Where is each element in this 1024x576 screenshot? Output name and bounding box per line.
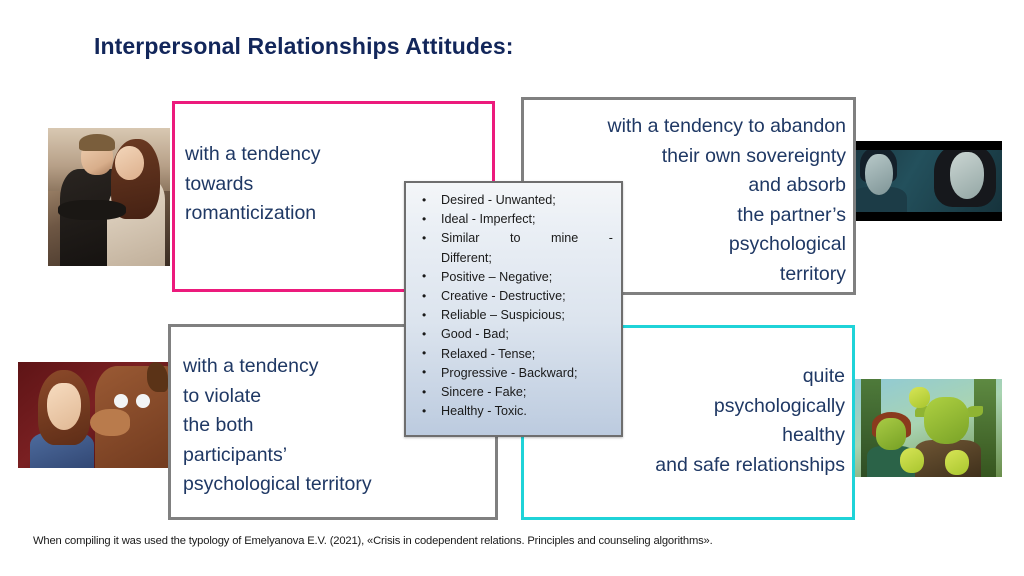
- photo-figure-baby-right: [945, 449, 969, 476]
- photo-figure-shrek-ear-left: [915, 406, 932, 418]
- list-item: Progressive - Backward;: [416, 363, 613, 383]
- list-item-label: Good - Bad;: [441, 327, 509, 342]
- list-item-label: Desired - Unwanted;: [441, 193, 556, 207]
- source-citation: When compiling it was used the typology …: [33, 535, 713, 547]
- list-item-label-line1: Similar to mine -: [441, 231, 613, 246]
- photo-figure-beast-eye-left: [114, 393, 129, 408]
- letterbox-bar-bottom: [848, 212, 1002, 221]
- shrek-family-film-still-image: [852, 379, 1002, 477]
- attribute-list-panel: Desired - Unwanted; Ideal - Imperfect; S…: [404, 181, 623, 437]
- list-item: Relaxed - Tense;: [416, 344, 613, 364]
- list-item-label: Progressive - Backward;: [441, 365, 578, 380]
- list-item-label: Positive – Negative;: [441, 269, 553, 284]
- photo-figure-baby-left: [900, 447, 924, 474]
- attribute-list: Desired - Unwanted; Ideal - Imperfect; S…: [416, 190, 613, 421]
- photo-figure-shrek-head: [924, 396, 969, 444]
- twilight-film-still-image: [848, 141, 1002, 221]
- list-item-label: Sincere - Fake;: [441, 385, 527, 400]
- quadrant-label-abandon-sovereignty: with a tendency to abandon their own sov…: [607, 115, 846, 285]
- photo-figure-baby-top: [909, 386, 930, 409]
- photo-figure-beast-horn: [146, 362, 168, 392]
- list-item: Ideal - Imperfect;: [416, 210, 613, 229]
- list-item: Similar to mine - Different;: [416, 229, 613, 267]
- list-item: Reliable – Suspicious;: [416, 306, 613, 325]
- list-item: Good - Bad;: [416, 325, 613, 344]
- titanic-film-still-image: [48, 128, 170, 266]
- list-item-label: Reliable – Suspicious;: [441, 308, 565, 323]
- quadrant-label-healthy-relationships: quite psychologically healthy and safe r…: [655, 365, 845, 476]
- photo-figure-belle-face: [47, 383, 81, 430]
- photo-figure-shrek-ear-right: [966, 406, 983, 418]
- list-item: Desired - Unwanted;: [416, 190, 613, 210]
- photo-figure-male-hair: [78, 133, 116, 152]
- photo-figure-beast-eye-right: [135, 393, 150, 408]
- list-item: Sincere - Fake;: [416, 383, 613, 402]
- photo-figure-female-face: [949, 152, 984, 199]
- beauty-and-the-beast-film-still-image: [18, 362, 171, 468]
- list-item: Healthy - Toxic.: [416, 402, 613, 421]
- photo-figure-male-face: [864, 153, 893, 196]
- letterbox-bar-top: [848, 141, 1002, 150]
- list-item-label: Healthy - Toxic.: [441, 404, 527, 419]
- photo-figure-fiona-head: [876, 418, 906, 450]
- photo-figure-female-head: [115, 145, 145, 181]
- photo-figure-beast-snout: [89, 408, 130, 437]
- photo-figure-arm: [57, 199, 127, 221]
- list-item: Creative - Destructive;: [416, 287, 613, 306]
- list-item-label-line2: Different;: [441, 250, 492, 265]
- list-item-label: Creative - Destructive;: [441, 289, 566, 304]
- list-item-label: Ideal - Imperfect;: [441, 212, 536, 227]
- list-item-label: Relaxed - Tense;: [441, 346, 536, 361]
- quadrant-label-romanticization: with a tendency towards romanticization: [185, 143, 321, 224]
- page-title: Interpersonal Relationships Attitudes:: [94, 33, 514, 59]
- quadrant-label-violate-territory: with a tendency to violate the both part…: [183, 355, 372, 495]
- list-item: Positive – Negative;: [416, 267, 613, 287]
